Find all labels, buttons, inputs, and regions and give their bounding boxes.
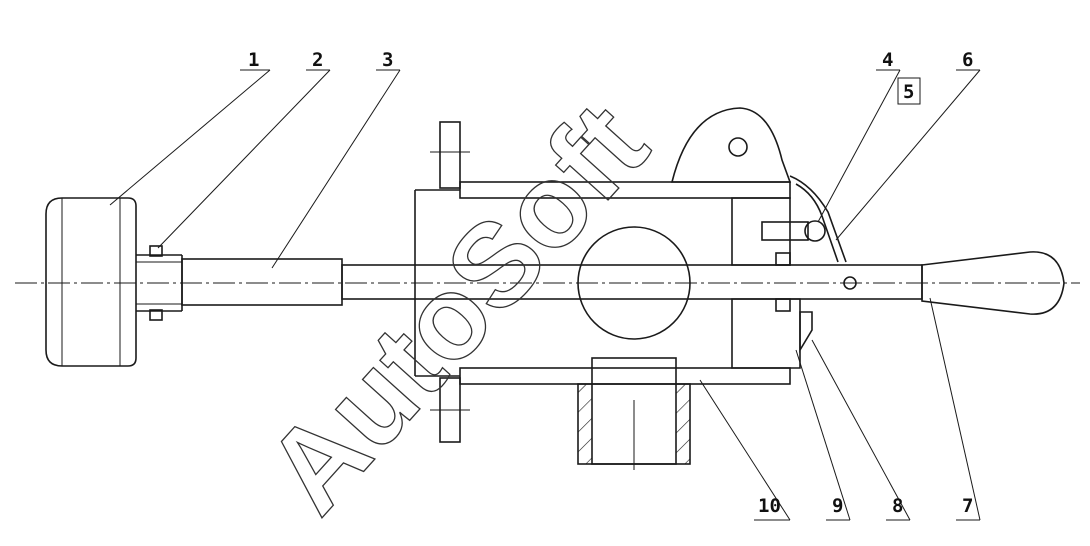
callout-10: 10 [758,495,781,517]
callout-9: 9 [832,495,843,517]
seals [775,252,813,353]
watermark: AutoSoft [241,79,672,537]
callout-4: 4 [882,49,893,71]
callout-8: 8 [892,495,903,517]
callout-5: 5 [903,81,914,103]
callout-5-box [897,77,921,105]
callout-labels: 1 2 3 4 5 6 7 8 9 10 [248,49,973,517]
leader-lines [109,69,981,521]
callout-7: 7 [962,495,973,517]
callout-2: 2 [312,49,323,71]
housing [414,107,801,470]
lever-assembly [761,175,857,290]
callout-6: 6 [962,49,973,71]
handle-grip [921,251,1065,315]
set-screw [149,245,163,321]
callout-1: 1 [248,49,259,71]
handwheel [45,197,183,367]
callout-3: 3 [382,49,393,71]
